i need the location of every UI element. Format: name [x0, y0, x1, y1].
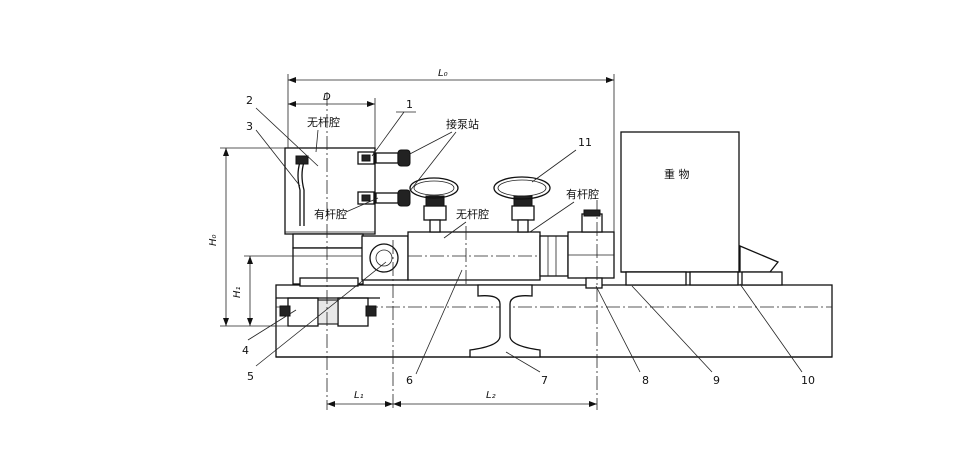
- upper-jack-block: [284, 147, 411, 249]
- heavy-object: 重 物: [620, 131, 740, 273]
- dim-H1: H₁: [232, 286, 243, 298]
- part-1: 1: [406, 98, 413, 111]
- heavy-object-label: 重 物: [664, 167, 690, 181]
- part-4: 4: [242, 344, 249, 357]
- part-10: 10: [801, 374, 815, 387]
- base-beam: [275, 284, 833, 358]
- pusher-head: [567, 209, 615, 289]
- part-7: 7: [541, 374, 548, 387]
- part-8: 8: [642, 374, 649, 387]
- cylinder-connectors: [409, 176, 551, 233]
- dim-L2: L₂: [486, 390, 496, 401]
- part-3: 3: [246, 120, 253, 133]
- part-5: 5: [247, 370, 254, 383]
- part-numbers: 1 2 3 4 5 6 7 8 9 10 11: [242, 94, 815, 387]
- label-rod-cavity-right: 有杆腔: [566, 187, 599, 201]
- sliding-shoes: [621, 245, 783, 286]
- dimension-lines: L₀ D H₀ H₁ L₁ L₂: [208, 68, 614, 407]
- text-labels: 无杆腔 有杆腔 接泵站 无杆腔 有杆腔: [307, 115, 599, 221]
- label-rodless-cavity-top: 无杆腔: [307, 115, 340, 129]
- part-6: 6: [406, 374, 413, 387]
- jack-column: [292, 247, 364, 287]
- center-lines: [287, 74, 615, 410]
- label-rodless-cavity-mid: 无杆腔: [456, 207, 489, 221]
- leader-lines: [247, 107, 803, 375]
- horizontal-cylinder: [407, 226, 569, 286]
- part-9: 9: [713, 374, 720, 387]
- dim-L0: L₀: [438, 68, 448, 79]
- dim-D: D: [323, 92, 331, 103]
- part-2: 2: [246, 94, 253, 107]
- label-pump-station: 接泵站: [446, 117, 479, 131]
- label-rod-cavity-left: 有杆腔: [314, 207, 347, 221]
- dim-H0: H₀: [208, 234, 219, 246]
- rail-profile: [469, 284, 541, 358]
- rail-clamp: [276, 297, 380, 327]
- cylinder-eye: [361, 235, 409, 281]
- part-11: 11: [578, 136, 592, 149]
- dim-L1: L₁: [354, 390, 364, 401]
